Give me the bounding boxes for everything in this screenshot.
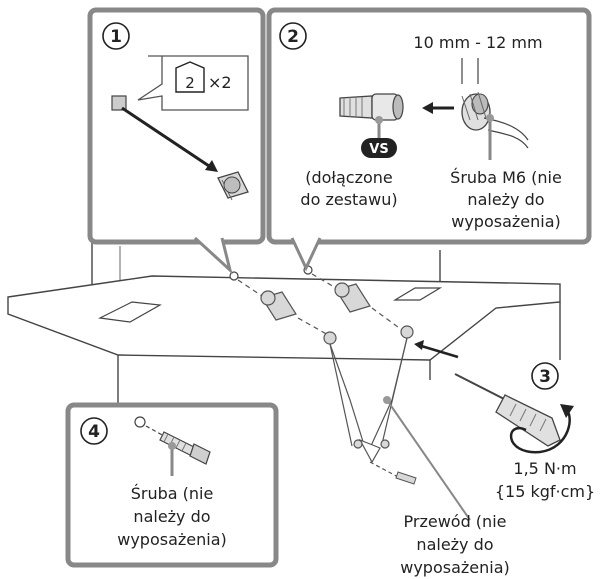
leader-lines bbox=[383, 396, 471, 521]
step4-screw bbox=[134, 416, 211, 465]
step4-label-line2: należy do bbox=[133, 507, 210, 526]
torque-line1: 1,5 N·m bbox=[513, 459, 576, 478]
step4-label-line3: wyposażenia) bbox=[117, 530, 227, 549]
dashed-guide-right bbox=[311, 273, 403, 331]
dimension-marker bbox=[461, 58, 479, 84]
torque-line2: {15 kgf·cm} bbox=[495, 482, 595, 501]
step4-number: 4 bbox=[88, 422, 100, 442]
step2-number-circle bbox=[279, 22, 307, 50]
arrow-left-icon bbox=[417, 343, 459, 359]
step1-number: 1 bbox=[110, 27, 122, 47]
tv-foot-right bbox=[392, 287, 443, 301]
cable-label-line2: należy do bbox=[416, 535, 493, 554]
cable-label: Przewód (nie należy do wyposażenia) bbox=[400, 512, 510, 577]
dashed-guide-left bbox=[237, 279, 331, 337]
m6-label-line3: wyposażenia) bbox=[451, 212, 561, 231]
step1-hole bbox=[111, 95, 127, 111]
step4-label-line1: Śruba (nie bbox=[131, 484, 214, 503]
step1-screw bbox=[217, 171, 249, 201]
supplied-label-line1: (dołączone bbox=[305, 168, 393, 187]
mounted-part-left bbox=[260, 290, 297, 321]
cable-assembly bbox=[323, 325, 417, 485]
step2-dimension: 10 mm - 12 mm bbox=[413, 33, 542, 52]
step2-number: 2 bbox=[287, 27, 299, 47]
bottom-screw bbox=[395, 471, 417, 485]
step3-number: 3 bbox=[539, 367, 551, 387]
tv-hole-left bbox=[229, 271, 239, 281]
step2-callout-tail bbox=[290, 237, 322, 272]
m6-screw bbox=[461, 91, 529, 149]
m6-label-line2: należy do bbox=[467, 190, 544, 209]
step3-number-circle bbox=[531, 362, 559, 390]
tv-foot-left bbox=[97, 301, 162, 323]
step1-callout-tail bbox=[193, 236, 233, 275]
rotation-arrow-icon bbox=[509, 404, 574, 454]
step1-arrow bbox=[121, 106, 213, 170]
screw-2-icon: 2 bbox=[175, 61, 205, 93]
step1-count-label: ×2 bbox=[208, 73, 232, 92]
svg-text:2: 2 bbox=[185, 74, 195, 92]
step2-panel: 2 10 mm - 12 mm VS (dołączone bbox=[266, 7, 592, 272]
tv-and-stand-illustration bbox=[7, 240, 574, 521]
svg-text:VS: VS bbox=[369, 142, 388, 157]
supplied-part bbox=[339, 93, 404, 121]
screwdriver-icon bbox=[454, 373, 561, 447]
vs-badge: VS bbox=[361, 138, 397, 158]
step3-group: 3 1,5 N·m {15 kgf·cm} bbox=[495, 362, 595, 501]
mounted-part-right bbox=[334, 282, 371, 313]
step4-panel: 4 Śruba (nie należy do wyposażenia) bbox=[65, 402, 279, 568]
cable-label-line1: Przewód (nie bbox=[404, 512, 507, 531]
step1-panel: 1 2 ×2 bbox=[87, 7, 266, 275]
cable-label-line3: wyposażenia) bbox=[400, 558, 510, 577]
table-front bbox=[117, 302, 561, 410]
step1-number-circle bbox=[102, 22, 130, 50]
step4-number-circle bbox=[80, 417, 108, 445]
supplied-label-line2: do zestawu) bbox=[300, 190, 397, 209]
m6-label-line1: Śruba M6 (nie bbox=[450, 168, 562, 187]
